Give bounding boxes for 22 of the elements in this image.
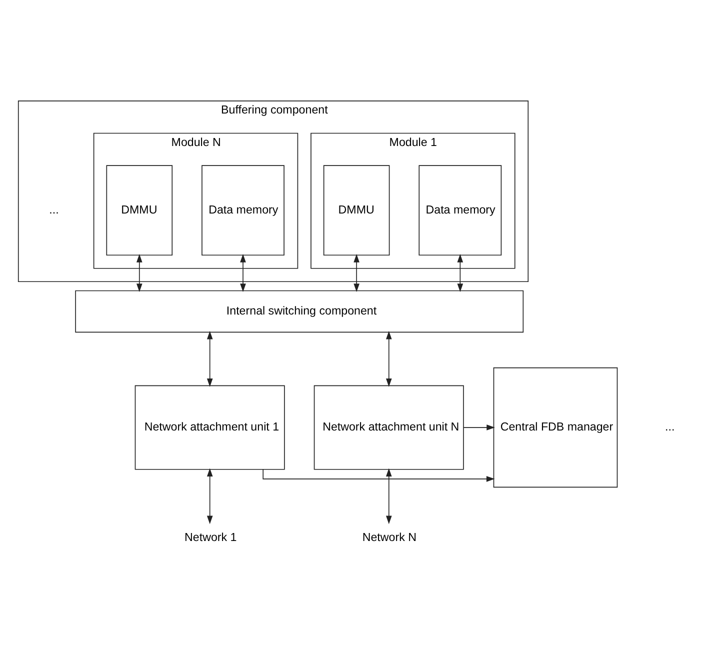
arrow	[136, 254, 142, 292]
node-text: Network N	[362, 530, 416, 544]
node-text: Network 1	[184, 530, 237, 544]
arrow	[206, 330, 213, 386]
label: ...	[49, 202, 59, 216]
node-box: DMMU	[323, 164, 390, 256]
node-box: Network attachment unit N	[314, 384, 464, 470]
arrow	[463, 424, 495, 430]
arrow	[262, 468, 495, 482]
label: ...	[665, 420, 675, 434]
node-box: Central FDB manager	[493, 366, 618, 488]
node-box: Data memory	[202, 164, 284, 256]
arrow	[354, 254, 360, 292]
arrow	[206, 468, 213, 524]
node-box: DMMU	[106, 164, 173, 256]
arrow	[386, 468, 392, 524]
node-box: Internal switching component	[75, 290, 524, 332]
arrow	[240, 254, 246, 292]
node-box: Network attachment unit 1	[134, 384, 285, 470]
arrow	[386, 330, 392, 386]
arrow	[457, 254, 464, 292]
node-box: Data memory	[418, 164, 502, 256]
